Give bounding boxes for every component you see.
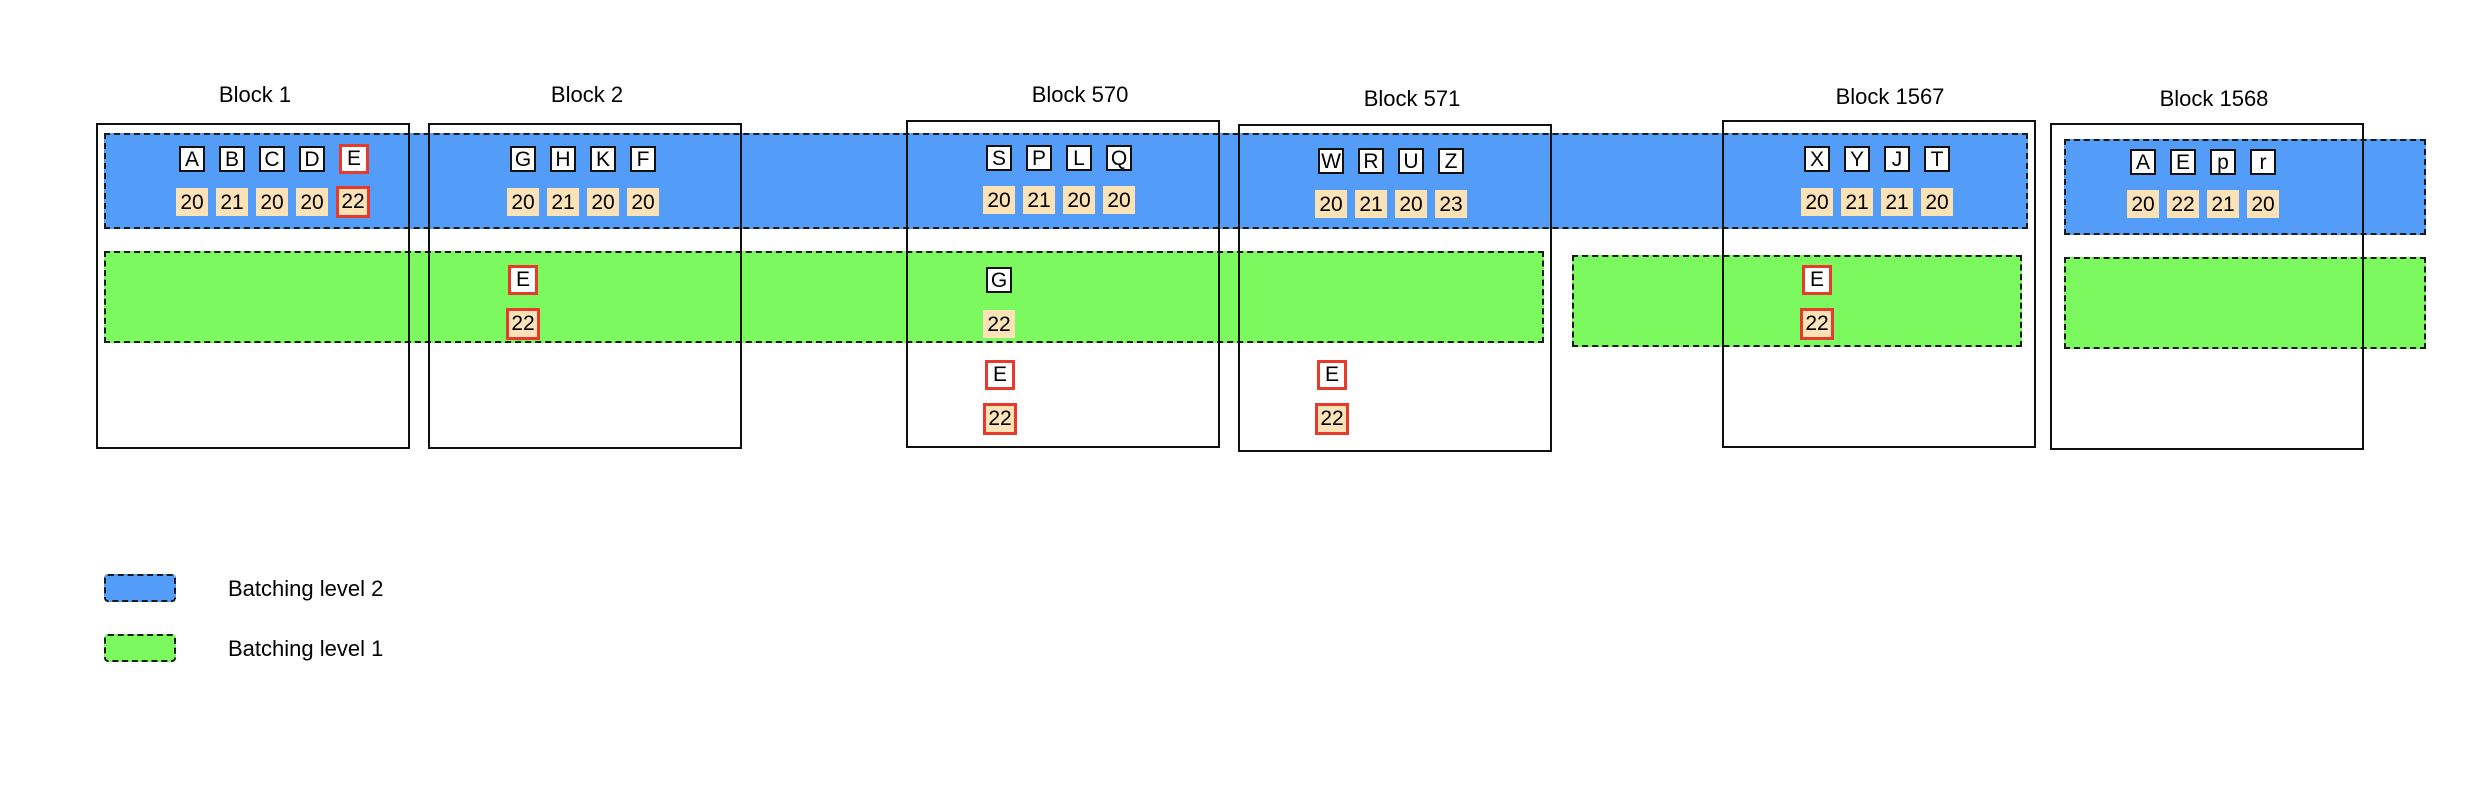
- value-cell: 21: [547, 188, 579, 216]
- level1-band-block-1567: [1572, 255, 2022, 347]
- letter-cell-highlighted: E: [1802, 265, 1832, 295]
- letter-cell: Z: [1438, 148, 1464, 174]
- letter-cell: E: [2170, 149, 2196, 175]
- letter-cell: J: [1884, 146, 1910, 172]
- value-cell: 22: [2167, 190, 2199, 218]
- value-cell: 20: [1801, 188, 1833, 216]
- value-cell-highlighted: 22: [506, 308, 540, 340]
- block-title: Block 571: [1363, 86, 1461, 111]
- letter-cell: W: [1318, 148, 1344, 174]
- value-cell: 20: [2127, 190, 2159, 218]
- value-cell-highlighted: 22: [336, 186, 370, 218]
- letter-cell: U: [1398, 148, 1424, 174]
- legend-swatch-level2: [104, 574, 176, 602]
- letter-cell-highlighted: E: [1317, 360, 1347, 390]
- value-cell: 20: [2247, 190, 2279, 218]
- value-cell: 21: [1881, 188, 1913, 216]
- block-1567: [1722, 120, 2036, 448]
- value-cell: 22: [983, 310, 1015, 338]
- value-cell: 20: [256, 188, 288, 216]
- letter-cell: B: [219, 146, 245, 172]
- block-title: Block 2: [550, 82, 624, 107]
- letter-cell-highlighted: E: [339, 144, 369, 174]
- value-cell: 20: [983, 186, 1015, 214]
- letter-cell: T: [1924, 146, 1950, 172]
- letter-cell: r: [2250, 149, 2276, 175]
- block-570: [906, 120, 1220, 448]
- letter-cell: G: [510, 146, 536, 172]
- letter-cell: Y: [1844, 146, 1870, 172]
- legend-swatch-level1: [104, 634, 176, 662]
- value-cell: 21: [2207, 190, 2239, 218]
- value-cell: 20: [1315, 190, 1347, 218]
- letter-cell: F: [630, 146, 656, 172]
- letter-cell: L: [1066, 145, 1092, 171]
- letter-cell: G: [986, 267, 1012, 293]
- block-title: Block 570: [1031, 82, 1129, 107]
- letter-cell: R: [1358, 148, 1384, 174]
- level1-band-main: [104, 251, 1544, 343]
- value-cell: 21: [1023, 186, 1055, 214]
- level1-band-block-1568: [2064, 257, 2426, 349]
- value-cell: 21: [1355, 190, 1387, 218]
- value-cell: 20: [1103, 186, 1135, 214]
- value-cell: 20: [296, 188, 328, 216]
- value-cell: 21: [216, 188, 248, 216]
- letter-cell: X: [1804, 146, 1830, 172]
- value-cell: 20: [1921, 188, 1953, 216]
- letter-cell: S: [986, 145, 1012, 171]
- letter-cell: Q: [1106, 145, 1132, 171]
- block-571: [1238, 124, 1552, 452]
- level2-band-block-1568: [2064, 139, 2426, 235]
- block-1568: [2050, 123, 2364, 450]
- letter-cell: K: [590, 146, 616, 172]
- block-title: Block 1: [218, 82, 292, 107]
- value-cell: 20: [1395, 190, 1427, 218]
- value-cell-highlighted: 22: [1800, 308, 1834, 340]
- letter-cell: D: [299, 146, 325, 172]
- value-cell: 21: [1841, 188, 1873, 216]
- legend-label-level2: Batching level 2: [228, 576, 384, 601]
- letter-cell-highlighted: E: [985, 360, 1015, 390]
- letter-cell: A: [2130, 149, 2156, 175]
- block-1: [96, 123, 410, 449]
- block-2: [428, 123, 742, 449]
- letter-cell: H: [550, 146, 576, 172]
- value-cell-highlighted: 22: [1315, 403, 1349, 435]
- letter-cell: A: [179, 146, 205, 172]
- value-cell: 20: [627, 188, 659, 216]
- letter-cell: P: [1026, 145, 1052, 171]
- block-title: Block 1568: [2159, 86, 2269, 111]
- value-cell: 20: [507, 188, 539, 216]
- letter-cell: C: [259, 146, 285, 172]
- letter-cell: p: [2210, 149, 2236, 175]
- value-cell: 20: [176, 188, 208, 216]
- letter-cell-highlighted: E: [508, 265, 538, 295]
- block-title: Block 1567: [1835, 84, 1945, 109]
- value-cell: 20: [587, 188, 619, 216]
- value-cell: 23: [1435, 190, 1467, 218]
- legend-label-level1: Batching level 1: [228, 636, 384, 661]
- value-cell-highlighted: 22: [983, 403, 1017, 435]
- value-cell: 20: [1063, 186, 1095, 214]
